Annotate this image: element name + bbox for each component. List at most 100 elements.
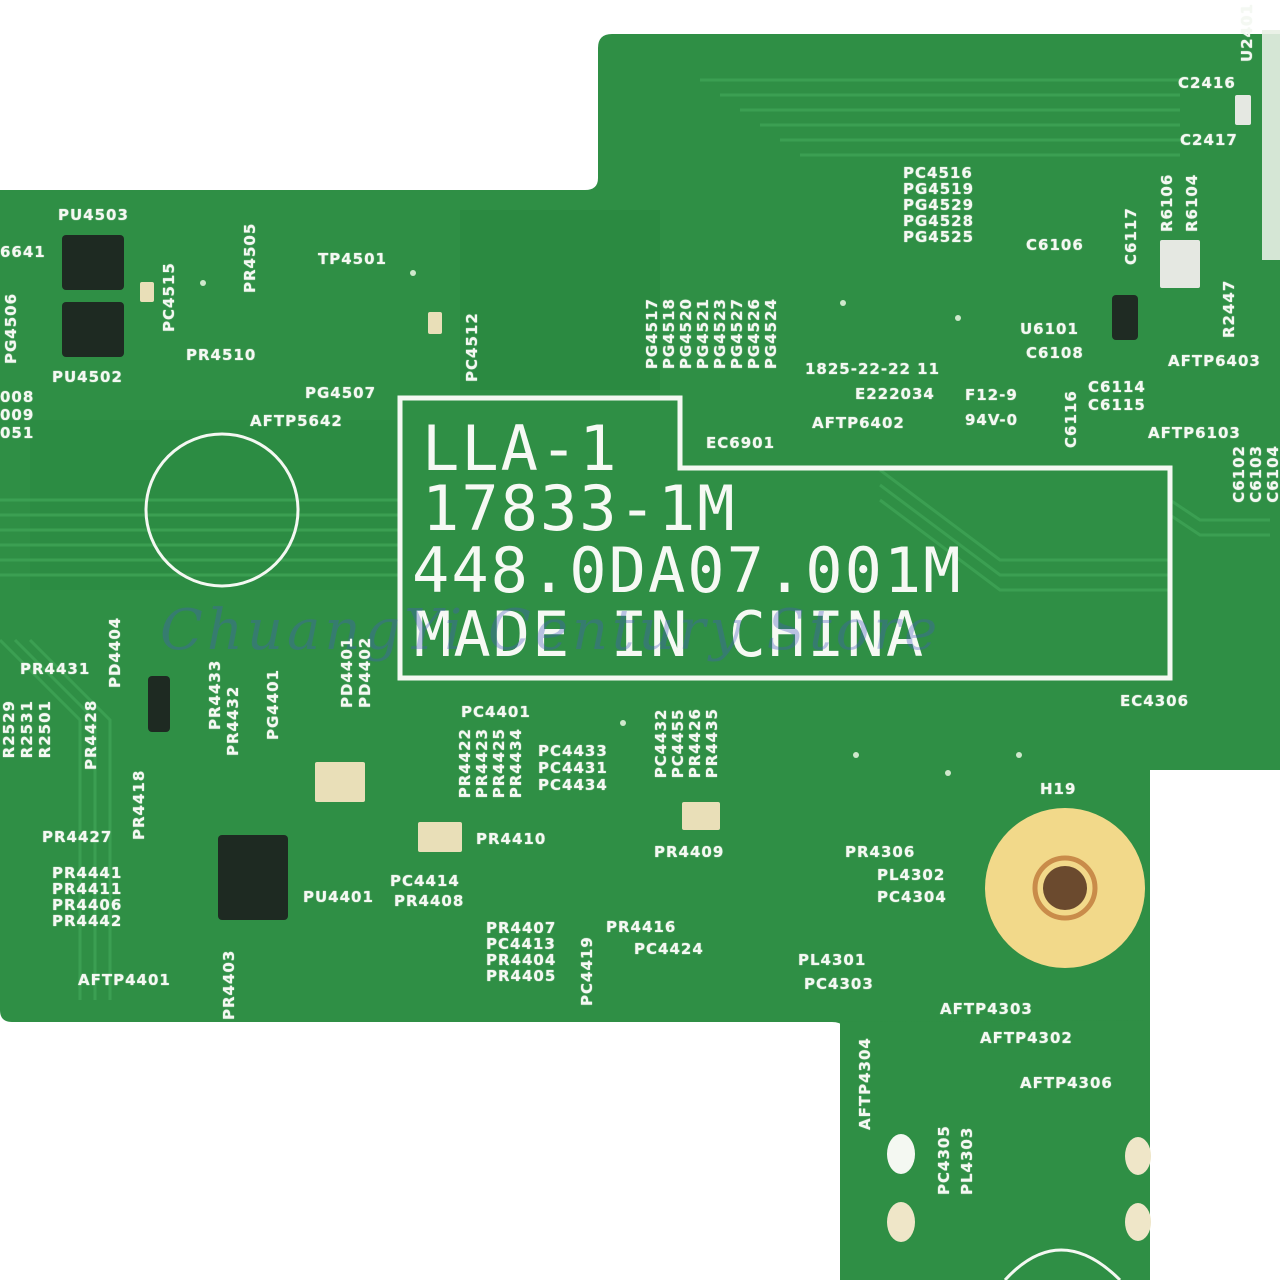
label-pc4414: PC4414 (390, 872, 460, 890)
label-pr4425: PR4425 (490, 728, 508, 799)
pad (682, 802, 720, 830)
label-stack-pg-vertical: PG4517 PG4518 PG4520 PG4521 PG4523 PG452… (643, 298, 780, 370)
label-pr4441: PR4441 (52, 864, 123, 882)
pad (140, 282, 154, 302)
label-c6117: C6117 (1122, 207, 1140, 265)
via (945, 770, 951, 776)
label-u2401: U2401 (1238, 3, 1256, 62)
label-pc4413: PC4413 (486, 935, 556, 953)
via (853, 752, 859, 758)
label-pg4527: PG4527 (728, 298, 746, 370)
pad (418, 822, 462, 852)
via (410, 270, 416, 276)
via (1016, 752, 1022, 758)
label-c6116: C6116 (1062, 390, 1080, 448)
via (955, 315, 961, 321)
label-pg4523: PG4523 (711, 298, 729, 370)
label-stack-pg: PC4516 PG4519 PG4529 PG4528 PG4525 (903, 166, 974, 245)
label-c2417: C2417 (1180, 131, 1238, 149)
label-stack-pc4432: PC4432 PC4455 PR4426 PR4435 (652, 708, 721, 779)
ul-grade: F12-9 (965, 386, 1018, 404)
watermark: ChuangYi Century Store (160, 598, 942, 663)
label-pc4303: PC4303 (804, 975, 874, 993)
label-c6106: C6106 (1026, 236, 1084, 254)
label-tp4501: TP4501 (318, 250, 387, 268)
label-pd4402: PD4402 (356, 636, 374, 708)
label-pr4405: PR4405 (486, 967, 557, 985)
ul-code: E222034 (855, 385, 935, 403)
label-pu4401: PU4401 (303, 888, 374, 906)
via (620, 720, 626, 726)
label-pr4422: PR4422 (456, 728, 474, 799)
label-6641: 6641 (0, 243, 46, 261)
label-u6101: U6101 (1020, 320, 1079, 338)
label-aftp4304: AFTP4304 (856, 1037, 874, 1130)
board-marking-line2: 17833-1M (422, 472, 737, 545)
label-pr4426: PR4426 (686, 708, 704, 779)
label-pc4305: PC4305 (935, 1125, 953, 1195)
label-pc4434: PC4434 (538, 776, 608, 794)
label-aftp5642: AFTP5642 (250, 412, 343, 430)
label-pc4432: PC4432 (652, 708, 670, 779)
label-pr4432: PR4432 (224, 685, 242, 756)
mosfet-pu4502 (62, 302, 124, 357)
pad (315, 762, 365, 802)
label-pg4529: PG4529 (903, 196, 975, 214)
label-r2529: R2529 (0, 700, 18, 759)
transistor-pd4404 (148, 676, 170, 732)
label-aftp4401: AFTP4401 (78, 971, 171, 989)
label-pc4512: PC4512 (463, 312, 481, 382)
label-pr4510: PR4510 (186, 346, 257, 364)
label-pg4528: PG4528 (903, 212, 975, 230)
label-pg4401: PG4401 (264, 668, 282, 740)
label-stack-pr442x: PR4422 PR4423 PR4425 PR4434 (456, 728, 525, 799)
label-pr4403: PR4403 (220, 949, 238, 1020)
label-pg4525: PG4525 (903, 228, 975, 246)
label-c6115: C6115 (1088, 396, 1146, 414)
label-pc4431: PC4431 (538, 759, 608, 777)
pad (428, 312, 442, 334)
label-r6106: R6106 (1158, 173, 1176, 232)
ic-pu4401 (218, 835, 288, 920)
label-pg4506: PG4506 (2, 292, 20, 364)
label-pr4428: PR4428 (82, 699, 100, 770)
label-pr4410: PR4410 (476, 830, 547, 848)
pad (1235, 95, 1251, 125)
label-pl4303: PL4303 (958, 1126, 976, 1195)
label-pr4433: PR4433 (206, 659, 224, 730)
label-pu4502: PU4502 (52, 368, 123, 386)
label-stack-r25xx: R2529 R2531 R2501 (0, 700, 54, 759)
label-c6108: C6108 (1026, 344, 1084, 362)
label-pr4505: PR4505 (241, 222, 259, 293)
label-stack-pc443x: PC4433 PC4431 PC4434 (538, 744, 608, 793)
label-pg4520: PG4520 (677, 298, 695, 370)
pad (1160, 240, 1200, 288)
label-stack-c610x: C6102 C6103 C6104 (1230, 445, 1280, 503)
label-pc4455: PC4455 (669, 708, 687, 779)
label-pc4304: PC4304 (877, 888, 947, 906)
board-marking-line4: MADE IN CHINA (414, 598, 926, 671)
label-aftp4303: AFTP4303 (940, 1000, 1033, 1018)
label-pr4427: PR4427 (42, 828, 113, 846)
mosfet-pu4503 (62, 235, 124, 290)
label-008: 008 (0, 388, 35, 406)
label-stack-pr44xx: PR4441 PR4411 PR4406 PR4442 (52, 866, 122, 929)
label-r6104: R6104 (1183, 173, 1201, 232)
label-c2416: C2416 (1178, 74, 1236, 92)
label-pg4517: PG4517 (643, 298, 661, 370)
label-009: 009 (0, 406, 35, 424)
label-pg4507: PG4507 (305, 384, 377, 402)
label-aftp6402: AFTP6402 (812, 414, 905, 432)
label-pc4515: PC4515 (160, 262, 178, 332)
label-aftp6403: AFTP6403 (1168, 352, 1261, 370)
label-pd4404: PD4404 (106, 616, 124, 688)
via (200, 280, 206, 286)
label-c6114: C6114 (1088, 378, 1146, 396)
label-pr4442: PR4442 (52, 912, 123, 930)
label-pc4424: PC4424 (634, 940, 704, 958)
label-pr4431: PR4431 (20, 660, 91, 678)
via (840, 300, 846, 306)
date-code: 1825-22-22 11 (805, 360, 941, 378)
